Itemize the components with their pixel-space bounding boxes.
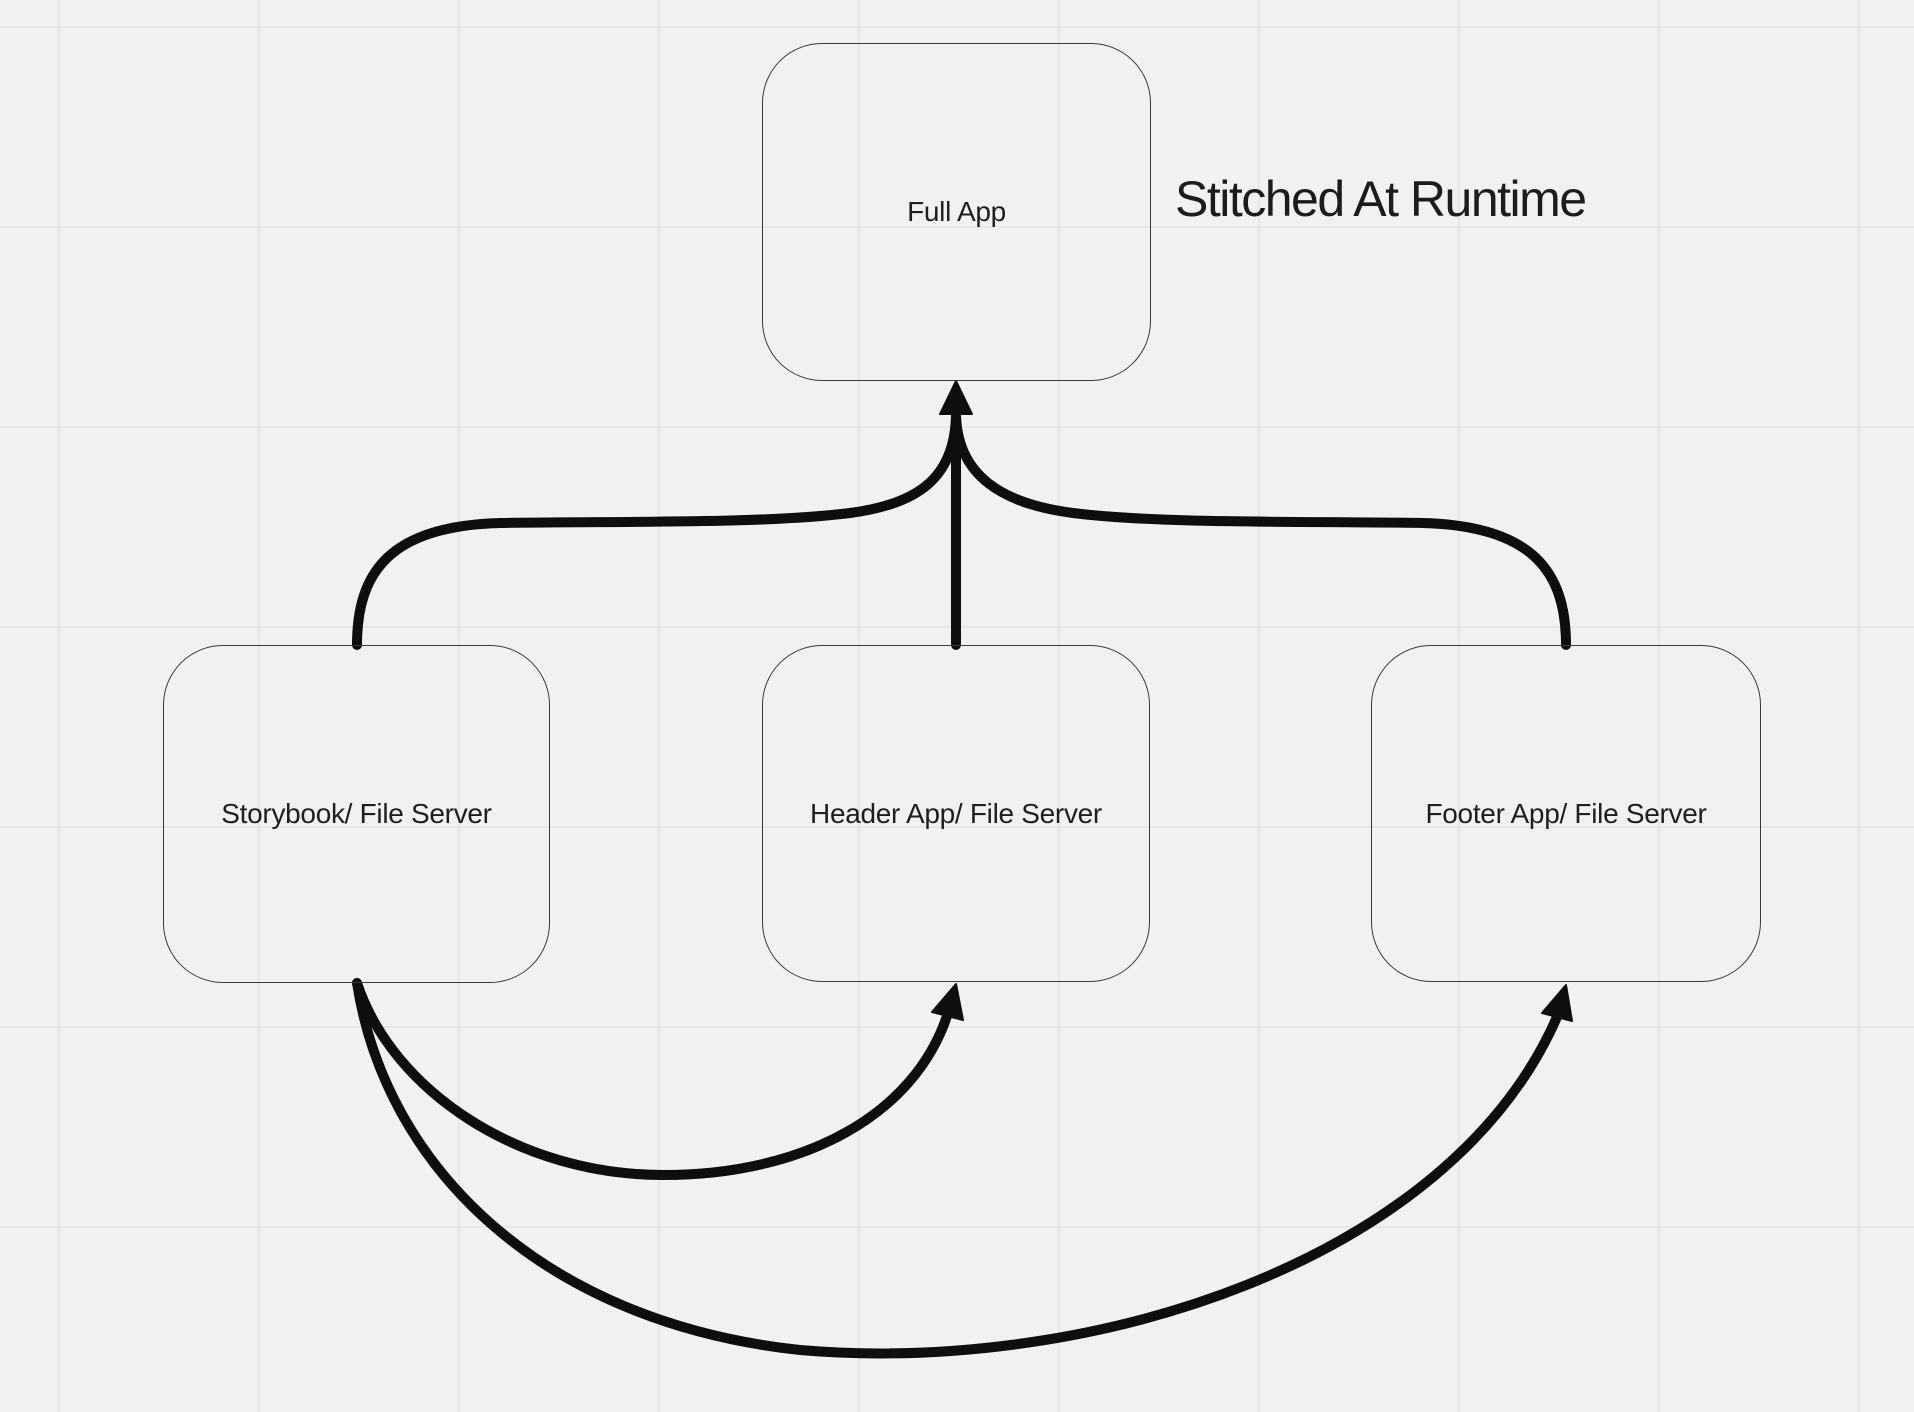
node-header-app-label: Header App/ File Server: [810, 797, 1102, 829]
node-header-app[interactable]: Header App/ File Server: [762, 645, 1150, 982]
diagram-title[interactable]: Stitched At Runtime: [1175, 171, 1587, 227]
edge-line: [352, 407, 961, 650]
edge-line: [951, 407, 1571, 650]
edge-line: [352, 978, 952, 1180]
edge-footer-app-to-full-app[interactable]: [951, 407, 1571, 650]
node-full-app[interactable]: Full App: [762, 43, 1151, 381]
arrowhead-icon: [939, 380, 973, 415]
edge-storybook-to-footer-app[interactable]: [352, 978, 1573, 1359]
arrowhead-icon: [931, 983, 964, 1021]
node-storybook-label: Storybook/ File Server: [221, 798, 492, 829]
arrowhead-icon: [1541, 984, 1573, 1022]
node-footer-app[interactable]: Footer App/ File Server: [1371, 645, 1761, 982]
edge-line: [352, 978, 1562, 1359]
edge-storybook-to-header-app[interactable]: [352, 978, 964, 1180]
node-full-app-label: Full App: [907, 196, 1006, 227]
node-storybook[interactable]: Storybook/ File Server: [163, 645, 550, 983]
node-footer-app-label: Footer App/ File Server: [1425, 797, 1707, 829]
edge-header-app-to-full-app[interactable]: [939, 380, 973, 650]
edge-storybook-to-full-app[interactable]: [352, 407, 961, 650]
